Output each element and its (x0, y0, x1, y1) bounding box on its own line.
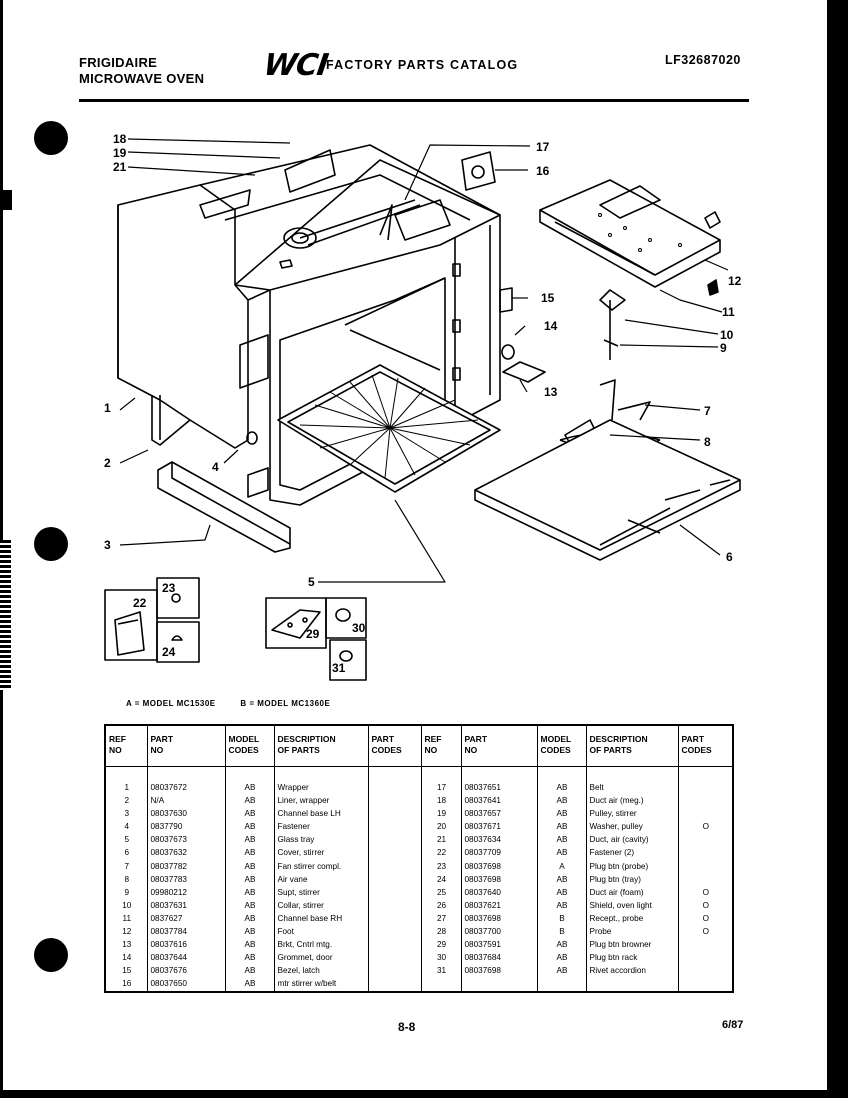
binder-hole-top (34, 121, 68, 155)
model-column-right: AB AB AB AB AB AB A AB AB AB B B AB AB A… (536, 766, 587, 992)
desc-column-right: Belt Duct air (meg.) Pulley, stirrer Was… (585, 766, 679, 992)
callout-7: 7 (704, 404, 711, 418)
scan-edge-barcode (0, 540, 11, 690)
wrapper-cabinet (117, 159, 501, 449)
bracket-left (239, 334, 269, 498)
model-column-left: AB AB AB AB AB AB AB AB AB AB AB AB AB A… (224, 766, 275, 992)
bezel-latch (499, 287, 513, 313)
callout-5: 5 (308, 575, 315, 589)
exploded-parts-diagram: 18 19 21 17 16 12 11 10 9 15 14 13 7 8 6… (104, 132, 742, 681)
callout-21: 21 (113, 160, 127, 174)
callout-11: 11 (722, 305, 735, 319)
binder-hole-bottom (34, 938, 68, 972)
catalog-number: LF32687020 (665, 53, 741, 67)
ref-column-right: 17 18 19 20 21 22 23 24 25 26 27 28 29 3… (420, 766, 462, 992)
callout-29: 29 (306, 627, 320, 641)
col-ref-no-2: REF NO (420, 724, 462, 767)
page-border-bottom (0, 1090, 848, 1098)
desc-column-left: Wrapper Liner, wrapper Channel base LH F… (273, 766, 369, 992)
callout-18: 18 (113, 132, 127, 146)
model-a-label: A = MODEL MC1530E (126, 699, 216, 708)
col-model-codes: MODEL CODES (224, 724, 275, 767)
parts-inset-rivet (265, 597, 367, 681)
col-part-codes-2: PART CODES (677, 724, 734, 767)
foot (151, 395, 191, 446)
col-description: DESCRIPTION OF PARTS (273, 724, 369, 767)
col-ref-no: REF NO (104, 724, 148, 767)
callout-3: 3 (104, 538, 111, 552)
callout-17: 17 (536, 140, 550, 154)
col-description-2: DESCRIPTION OF PARTS (585, 724, 679, 767)
binder-hole-middle (34, 527, 68, 561)
callout-12: 12 (728, 274, 742, 288)
catalog-title: FACTORY PARTS CATALOG (326, 58, 519, 72)
leader-lines (119, 138, 729, 583)
channel-base-rh (474, 419, 741, 561)
callout-1: 1 (104, 401, 111, 415)
oven-cavity (269, 215, 501, 506)
grommet-door (501, 344, 515, 360)
table-header-row: REF NO PART NO MODEL CODES DESCRIPTION O… (104, 724, 734, 767)
callout-13: 13 (544, 385, 558, 399)
glass-tray (277, 364, 501, 493)
brand-block: FRIGIDAIRE MICROWAVE OVEN (79, 55, 204, 87)
callout-24: 24 (162, 645, 176, 659)
callout-8: 8 (704, 435, 711, 449)
oven-top-frame (199, 144, 501, 291)
table-body-row: 1 2 3 4 5 6 7 8 9 10 11 12 13 14 15 16 0… (104, 766, 734, 992)
model-b-label: B = MODEL MC1360E (240, 699, 331, 708)
callout-22: 22 (133, 596, 147, 610)
callout-30: 30 (352, 621, 366, 635)
callout-31: 31 (332, 661, 346, 675)
callout-23: 23 (162, 581, 176, 595)
header-rule (79, 99, 749, 102)
col-part-no: PART NO (146, 724, 226, 767)
codes-column-right: O O O O O (677, 766, 734, 992)
part-column-right: 08037651 08037641 08037657 08037671 0803… (460, 766, 538, 992)
model-legend: A = MODEL MC1530E B = MODEL MC1360E (126, 699, 352, 708)
product-type: MICROWAVE OVEN (79, 71, 205, 86)
col-part-no-2: PART NO (460, 724, 538, 767)
fastener (246, 431, 258, 445)
bracket-control-mtg (502, 361, 546, 383)
parts-inset-probe (104, 577, 200, 663)
scan-edge-mark (0, 190, 12, 210)
page-date: 6/87 (722, 1019, 744, 1031)
callout-10: 10 (720, 328, 734, 342)
page-number: 8-8 (398, 1020, 416, 1034)
col-part-codes: PART CODES (367, 724, 422, 767)
ref-column-left: 1 2 3 4 5 6 7 8 9 10 11 12 13 14 15 16 (104, 766, 148, 992)
callout-2: 2 (104, 456, 111, 470)
control-mounting-bracket (539, 179, 721, 296)
codes-column-left (367, 766, 422, 992)
callout-6: 6 (726, 550, 733, 564)
callout-16: 16 (536, 164, 550, 178)
callout-19: 19 (113, 146, 127, 160)
callout-4: 4 (212, 460, 219, 474)
stirrer-motor (461, 151, 496, 191)
col-model-codes-2: MODEL CODES (536, 724, 587, 767)
callout-14: 14 (544, 319, 558, 333)
page-border-right (827, 0, 848, 1098)
brand-name: FRIGIDAIRE (79, 55, 158, 70)
parts-list-table: REF NO PART NO MODEL CODES DESCRIPTION O… (104, 724, 734, 993)
part-column-left: 08037672 N/A 08037630 0837790 08037673 0… (146, 766, 226, 992)
channel-base-lh (157, 461, 291, 553)
callout-15: 15 (541, 291, 555, 305)
callout-9: 9 (720, 341, 727, 355)
